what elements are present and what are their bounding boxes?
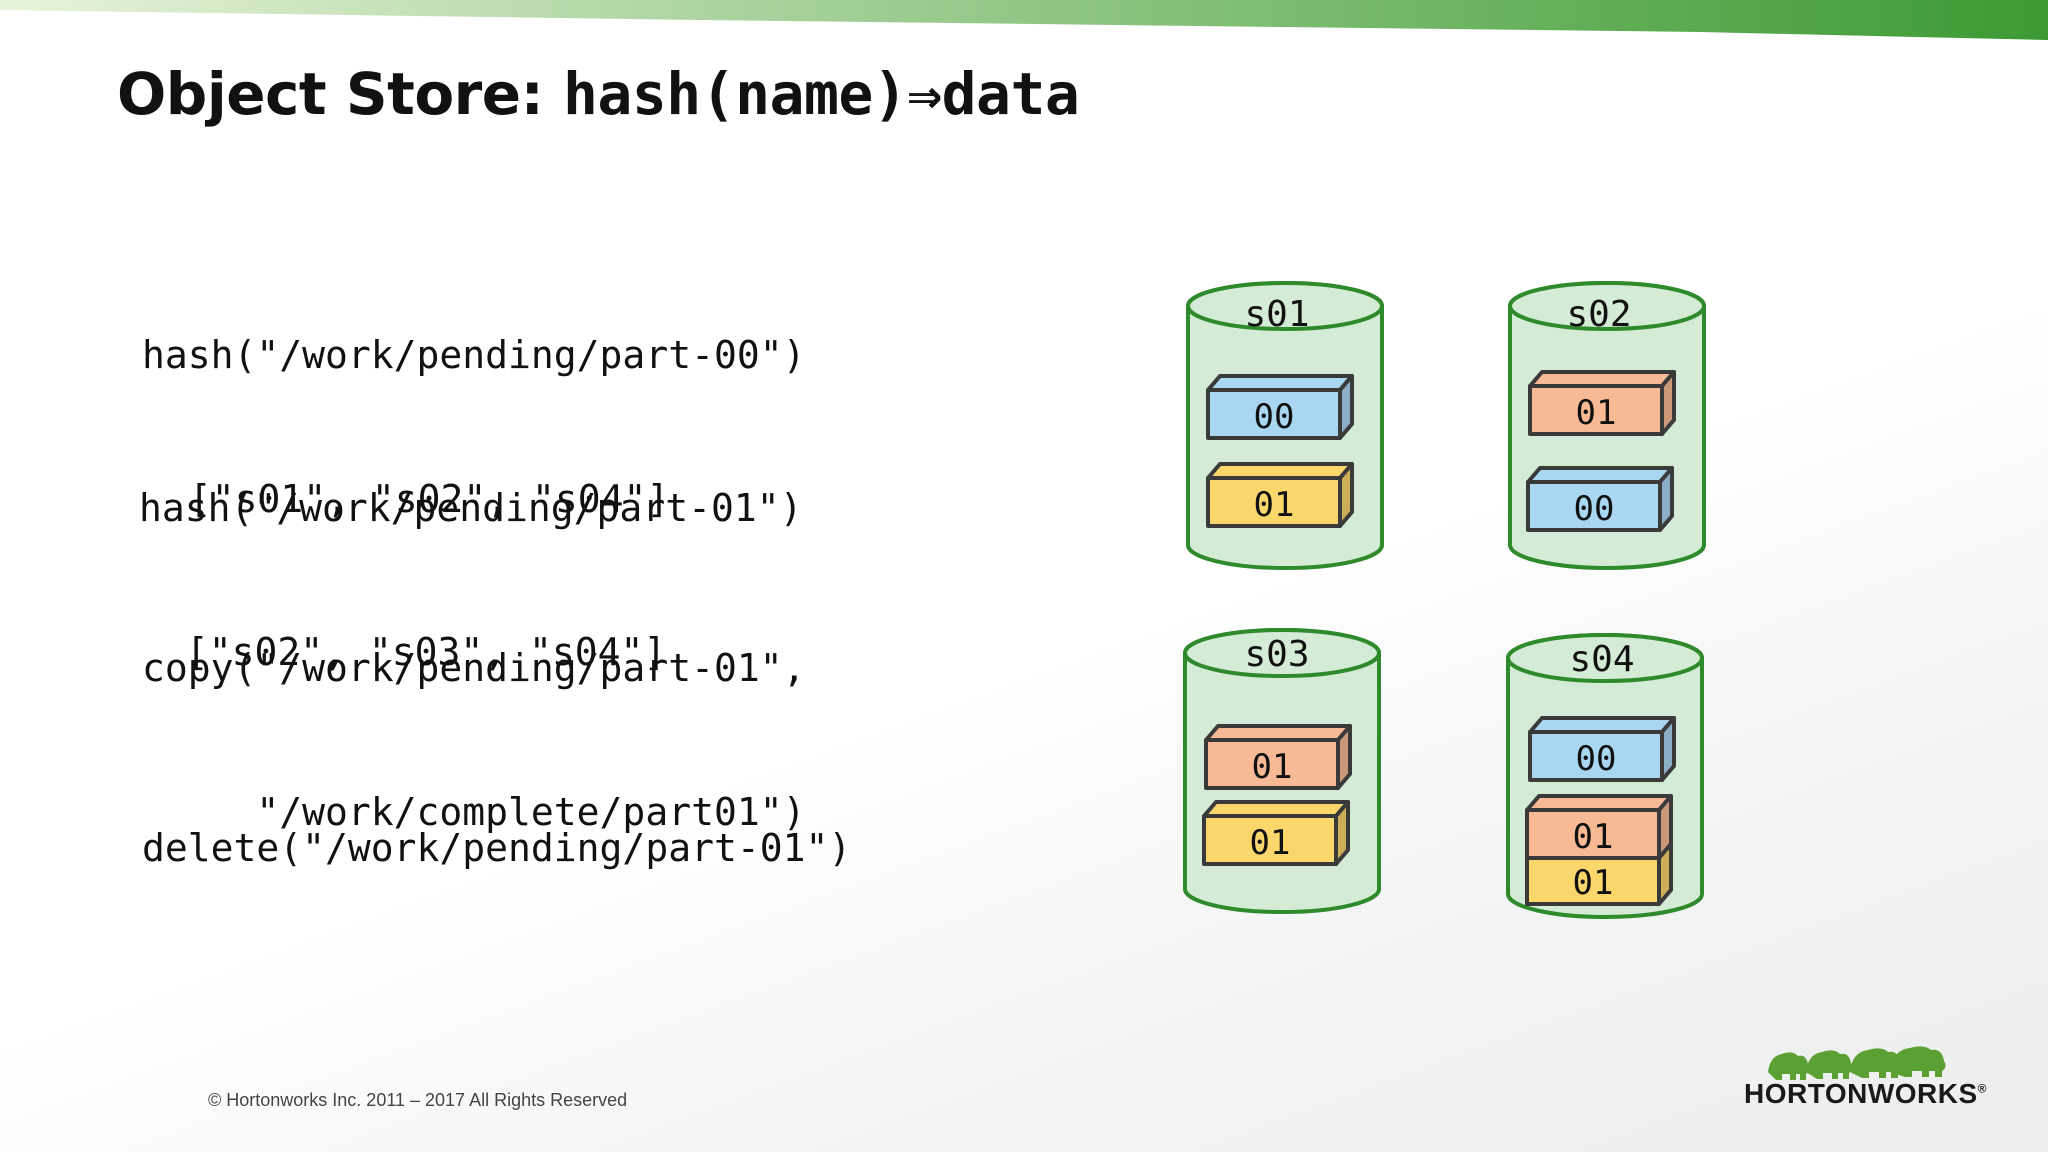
- server-cylinder-s04: s04 00 01 01: [1506, 633, 1704, 919]
- block-label: 00: [1254, 397, 1295, 437]
- elephant-logo-icon: [1768, 1046, 1946, 1080]
- title-text: Object Store:: [117, 60, 564, 128]
- server-label: s01: [1244, 294, 1309, 335]
- server-label: s04: [1569, 639, 1634, 680]
- block-label: 01: [1254, 485, 1295, 525]
- data-block: 01: [1204, 724, 1352, 790]
- block-label: 01: [1252, 747, 1293, 787]
- title-code: hash(name)⇒data: [563, 60, 1080, 128]
- copyright-footer: © Hortonworks Inc. 2011 – 2017 All Right…: [208, 1090, 628, 1110]
- server-label: s02: [1566, 294, 1631, 335]
- code-block-delete: delete("/work/pending/part-01"): [142, 728, 851, 920]
- data-block: 01: [1528, 370, 1676, 436]
- block-label: 00: [1574, 489, 1615, 529]
- block-label: 01: [1573, 863, 1614, 903]
- code-line: ["s02", "s03", "s04"]: [163, 630, 667, 674]
- code-line: ["s01", "s02", "s04"]: [166, 477, 670, 521]
- code-block-copy: copy("/work/pending/part-01", "/work/com…: [142, 548, 805, 884]
- code-block-hash-part-01: hash("/work/pending/part-01") ["s02", "s…: [139, 388, 802, 724]
- server-cylinder-s03: s03 01 01: [1183, 628, 1381, 914]
- data-block: 01: [1525, 842, 1673, 906]
- data-block: 01: [1525, 794, 1673, 860]
- logo-trademark: ®: [1977, 1081, 1987, 1096]
- cylinder-top: [1506, 633, 1704, 683]
- server-cylinder-s02: s02 01 00: [1508, 281, 1706, 570]
- data-block: 01: [1202, 800, 1350, 866]
- server-cylinder-s01: s01 00 01: [1186, 281, 1384, 570]
- cylinder-top: [1508, 281, 1706, 331]
- top-accent-stripe: [0, 0, 2048, 40]
- code-block-hash-part-00: hash("/work/pending/part-00") ["s01", "s…: [142, 235, 805, 571]
- cylinder-top: [1183, 628, 1381, 678]
- block-label: 01: [1250, 823, 1291, 863]
- logo-text: HORTONWORKS: [1744, 1078, 1978, 1109]
- cylinder-top: [1186, 281, 1384, 331]
- data-block: 00: [1528, 716, 1676, 782]
- server-label: s03: [1244, 634, 1309, 675]
- data-block: 00: [1206, 374, 1354, 440]
- code-line: "/work/complete/part01"): [142, 790, 806, 834]
- block-label: 01: [1576, 393, 1617, 433]
- code-line: copy("/work/pending/part-01",: [142, 646, 806, 690]
- block-label: 01: [1573, 817, 1614, 857]
- block-label: 00: [1576, 739, 1617, 779]
- code-line: delete("/work/pending/part-01"): [142, 826, 852, 870]
- code-line: hash("/work/pending/part-00"): [142, 333, 806, 377]
- hortonworks-logo: HORTONWORKS®: [1744, 1078, 1987, 1110]
- page-title: Object Store: hash(name)⇒data: [117, 60, 1080, 128]
- data-block: 01: [1206, 462, 1354, 528]
- code-line: hash("/work/pending/part-01"): [139, 486, 803, 530]
- data-block: 00: [1526, 466, 1674, 532]
